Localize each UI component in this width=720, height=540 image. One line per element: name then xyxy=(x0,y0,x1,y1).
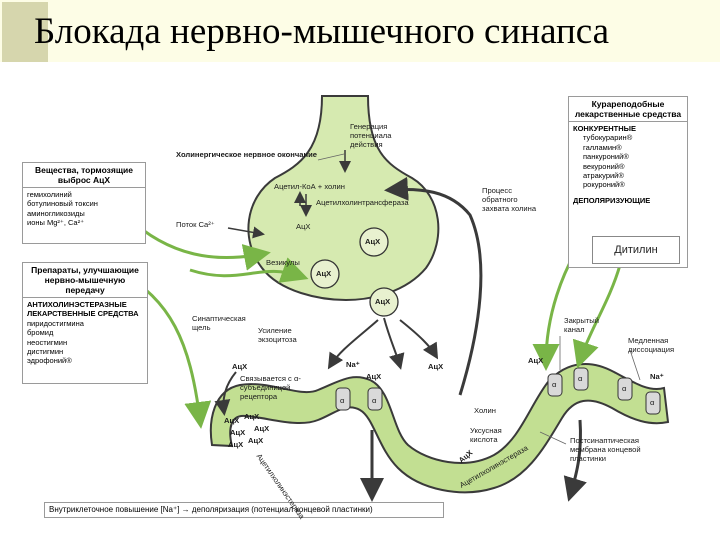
label-alpha: α xyxy=(622,384,627,393)
label-ach-cluster: АцХ xyxy=(230,428,246,437)
competitive-label: КОНКУРЕНТНЫЕ xyxy=(573,124,637,133)
nerve-terminal xyxy=(247,95,440,302)
arrow-exo xyxy=(327,319,379,370)
label-postsynaptic: Постсинаптическая мембрана концевой плас… xyxy=(570,436,641,463)
list-item: векуроний® xyxy=(583,161,625,171)
label-acetic-acid: Уксусная кислота xyxy=(470,426,502,444)
arrow-release-2 xyxy=(399,319,439,360)
depolarizing-label: ДЕПОЛЯРИЗУЮЩИЕ xyxy=(573,195,651,205)
arrow-ach-left xyxy=(214,371,237,416)
label-ach-mid2: АцХ xyxy=(428,362,444,371)
pointer-terminal xyxy=(317,153,345,161)
list-item: панкуроний® xyxy=(583,152,629,162)
receptor-channel-2 xyxy=(547,367,589,397)
list-item: дистигмин xyxy=(27,347,64,357)
list-item: эдрофоний® xyxy=(27,356,72,366)
label-alpha: α xyxy=(552,380,557,389)
box-depolarization: Внутриклеточное повышение [Na⁺] → деполя… xyxy=(44,502,444,518)
label-synaptic-cleft: Синаптическая щель xyxy=(192,314,246,332)
label-ach-cluster: АцХ xyxy=(254,424,270,433)
title-bar: Блокада нервно-мышечного синапса xyxy=(0,0,720,62)
arrow-ca xyxy=(227,226,265,239)
label-ap-generation: Генерация потенциала действия xyxy=(350,122,392,149)
label-closed-channel: Закрытый канал xyxy=(564,316,599,334)
arrow-enhance-2 xyxy=(189,257,309,283)
arrow-release xyxy=(383,317,405,370)
list-item: неостигмин xyxy=(27,337,68,347)
box-curare-list: КОНКУРЕНТНЫЕ тубокурарин® галламин® панк… xyxy=(569,122,687,207)
label-alpha: α xyxy=(340,396,345,405)
label-ach-cluster: АцХ xyxy=(248,436,264,445)
label-ach-right: АцХ xyxy=(528,356,544,365)
box-transmission-enhancers: Препараты, улучшающие нервно-мышечную пе… xyxy=(22,262,148,384)
box-transmission-enhancers-list: АНТИХОЛИНЭСТЕРАЗНЫЕ ЛЕКАРСТВЕННЫЕ СРЕДСТ… xyxy=(23,298,147,368)
list-item: тубокурарин® xyxy=(583,133,633,143)
pointer-postsyn xyxy=(539,431,567,445)
receptor-channel-3 xyxy=(617,377,661,415)
pointer-slow xyxy=(629,349,641,381)
label-alpha: α xyxy=(578,374,583,383)
label-binds-alpha: Связывается с α-субъединицей рецептора xyxy=(240,374,301,401)
list-item: гемихолиний xyxy=(27,190,72,199)
label-exocytosis: Усиление экзоцитоза xyxy=(258,326,297,344)
label-choline: Холин xyxy=(474,406,496,415)
list-item: атракурий® xyxy=(583,171,624,181)
label-slow-dissociation: Медленная диссоциация xyxy=(628,336,675,354)
box-release-inhibitors-header: Вещества, тормозящие выброс АцХ xyxy=(23,163,145,188)
list-item: пиридостигмина xyxy=(27,318,84,328)
label-na-plus-1: Na⁺ xyxy=(346,360,360,369)
label-ca-flow: Поток Ca²⁺ xyxy=(176,220,215,229)
page-title: Блокада нервно-мышечного синапса xyxy=(34,11,610,52)
label-vesicles: Везикулы xyxy=(266,258,300,267)
subheader: АНТИХОЛИНЭСТЕРАЗНЫЕ ЛЕКАРСТВЕННЫЕ СРЕДСТ… xyxy=(27,300,139,319)
depolarization-text: Внутриклеточное повышение [Na⁺] → деполя… xyxy=(49,505,373,514)
list-item: ботулиновый токсин xyxy=(27,199,98,209)
arrow-reuptake xyxy=(384,176,483,396)
label-ach-cluster: АцХ xyxy=(224,416,240,425)
label-chat: Ацетилхолинтрансфераза xyxy=(316,198,409,207)
label-na-plus-2: Na⁺ xyxy=(650,372,664,381)
label-alpha: α xyxy=(650,398,655,407)
ach-vesicle-3 xyxy=(369,287,399,317)
box-release-inhibitors: Вещества, тормозящие выброс АцХ гемихоли… xyxy=(22,162,146,244)
label-ach-cluster: АцХ xyxy=(228,440,244,449)
label-reuptake: Процесс обратного захвата холина xyxy=(482,186,537,213)
label-ach-circle1: АцХ xyxy=(365,237,381,246)
arrow-curare-depol xyxy=(572,264,622,369)
label-ach-left: АцХ xyxy=(232,362,248,371)
list-item: галламин® xyxy=(583,142,622,152)
list-item: ионы Mg²⁺, Ca²⁺ xyxy=(27,218,85,228)
label-ach-mid1: АцХ xyxy=(366,372,382,381)
box-release-inhibitors-list: гемихолиний ботулиновый токсин аминоглик… xyxy=(23,188,145,230)
ach-vesicle-1 xyxy=(359,227,389,257)
label-cholinergic-terminal: Холинергическое нервное окончание xyxy=(176,150,317,159)
receptor-channel-1 xyxy=(335,387,383,411)
arrow-down-depol-2 xyxy=(563,419,587,502)
label-ach-small: АцХ xyxy=(296,222,311,231)
list-item: бромид xyxy=(27,328,54,338)
ach-vesicle-2 xyxy=(310,259,340,289)
callout-ditilin: Дитилин xyxy=(592,236,680,264)
label-ach-cluster: АцХ xyxy=(244,412,260,421)
list-item: аминогликозиды xyxy=(27,208,85,218)
box-curare-header: Курареподобные лекарственные средства xyxy=(569,97,687,122)
label-ach-circle3: АцХ xyxy=(375,297,391,306)
list-item: рокуроний® xyxy=(583,180,625,190)
label-ach-circle2: АцХ xyxy=(316,269,332,278)
label-alpha: α xyxy=(372,396,377,405)
label-acetyl-coa: Ацетил-КоА + холин xyxy=(274,182,345,191)
box-transmission-enhancers-header: Препараты, улучшающие нервно-мышечную пе… xyxy=(23,263,147,298)
title-accent-square xyxy=(2,2,48,62)
